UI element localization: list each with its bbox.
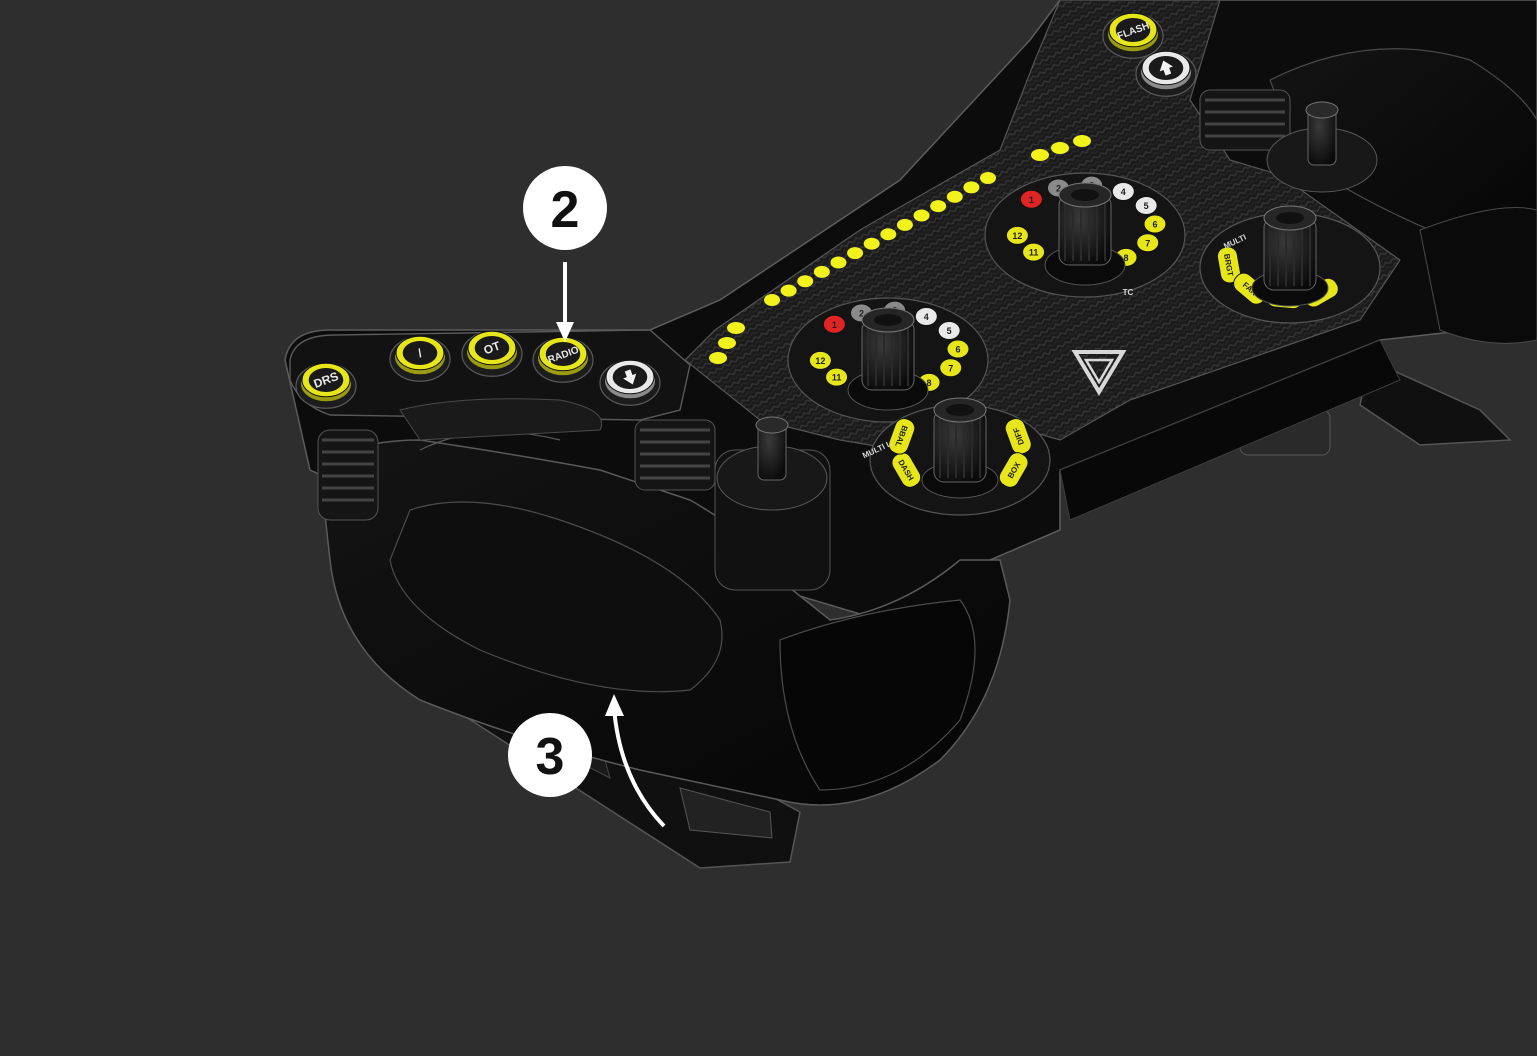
rev-led [847, 247, 864, 260]
status-led [1031, 149, 1049, 161]
status-led [727, 322, 745, 334]
dial-position[interactable]: 4 [1111, 182, 1135, 202]
multi-option[interactable]: DIFF [1003, 416, 1034, 457]
center-thumbwheel[interactable] [634, 419, 716, 491]
dial-position[interactable]: 12 [1005, 225, 1029, 245]
dial-position-label: 8 [927, 378, 932, 388]
left-button-label: / [416, 346, 425, 361]
right-grip [1269, 48, 1537, 261]
dial-position-label: 11 [1029, 248, 1039, 258]
dial-position-label: 4 [924, 312, 929, 322]
left-grip [319, 398, 1011, 806]
rev-led [764, 294, 780, 306]
left-button-1[interactable]: / [389, 335, 451, 382]
dial-position[interactable]: 5 [937, 321, 961, 341]
left-button-2[interactable]: OT [461, 330, 523, 377]
dial-position[interactable]: 4 [914, 307, 938, 327]
dial-position-label: 12 [815, 356, 825, 366]
left-led-group [709, 322, 745, 364]
brand-logo-icon [1071, 350, 1127, 396]
dial-position[interactable]: 7 [1136, 233, 1160, 253]
rev-led [946, 190, 963, 203]
left-thumbwheel[interactable] [317, 429, 379, 521]
dial-position-label: 12 [1012, 231, 1022, 241]
multi-option[interactable]: DASH [889, 449, 924, 490]
dial-position[interactable]: 1 [1019, 189, 1043, 209]
rev-led [830, 256, 847, 269]
rev-led-strip [764, 172, 996, 306]
dial-position[interactable]: 11 [1022, 242, 1046, 262]
left-button-label: OT [482, 338, 503, 357]
dial-position[interactable]: 5 [1134, 196, 1158, 216]
rev-led [880, 228, 897, 241]
dial-position-label: 6 [1152, 220, 1157, 230]
rev-led [896, 218, 913, 231]
rev-led [980, 172, 996, 184]
dial-label: TC [1123, 288, 1134, 297]
dial-position[interactable]: 7 [939, 358, 963, 378]
dial-position-label: 6 [955, 345, 960, 355]
multi-right-switch[interactable]: BRGTFANDELTA+/-MULTI [1199, 205, 1381, 324]
arrow-down-icon [623, 369, 637, 385]
rev-led [913, 209, 930, 222]
left-button-4[interactable] [599, 359, 661, 406]
rev-led [797, 275, 814, 288]
status-led [718, 337, 736, 349]
dial-position[interactable]: 6 [1143, 214, 1167, 234]
dial-position[interactable]: 6 [946, 339, 970, 359]
arrow-up-icon [1159, 60, 1173, 76]
rev-led [863, 237, 880, 250]
callout-step-2: 2 [523, 166, 607, 342]
dial-position-label: 1 [832, 320, 837, 330]
top-button-1[interactable] [1135, 50, 1197, 97]
callout-step-2-number: 2 [551, 181, 580, 239]
dial-position-label: 5 [947, 326, 952, 336]
dial-position-label: 11 [832, 373, 842, 383]
dial-position-label: 2 [1056, 183, 1061, 193]
dial-position-label: 8 [1124, 253, 1129, 263]
multi-option-label: BRGT [1222, 253, 1235, 277]
right-thumbwheel[interactable] [1199, 89, 1291, 151]
left-button-3[interactable]: RADIO [532, 336, 594, 383]
top-button-0[interactable]: FLASH [1102, 12, 1164, 59]
left-encoder[interactable] [714, 416, 831, 591]
multi-option[interactable]: BRGT [1216, 245, 1242, 284]
rev-led [780, 284, 797, 297]
abs-rotary-dial[interactable]: 123456789101112ABS [787, 297, 989, 423]
dial-position-label: 1 [1029, 195, 1034, 205]
dial-position-label: 2 [859, 308, 864, 318]
top-button-row: FLASH [1102, 12, 1197, 97]
status-led [709, 352, 727, 364]
arrow-down-pointer-icon [556, 322, 574, 342]
status-led [1051, 142, 1069, 154]
callout-step-3-number: 3 [536, 728, 565, 786]
dial-position-label: 5 [1144, 201, 1149, 211]
rev-led [813, 265, 830, 278]
curved-arrow-icon [612, 707, 666, 828]
dial-position-label: 7 [948, 363, 953, 373]
dial-position[interactable]: 11 [825, 367, 849, 387]
multi-option[interactable]: BBAL [886, 416, 917, 457]
rev-led [930, 200, 947, 213]
status-led [1073, 135, 1091, 147]
dial-position-label: 7 [1145, 238, 1150, 248]
callout-step-3: 3 [508, 694, 666, 828]
dial-position-label: 4 [1121, 187, 1126, 197]
multi-option[interactable]: BOX [996, 449, 1031, 490]
rev-led [963, 181, 980, 194]
tc-rotary-dial[interactable]: 123456789101112TC [984, 172, 1186, 298]
right-encoder[interactable] [1266, 101, 1378, 193]
dial-position[interactable]: 12 [808, 350, 832, 370]
left-button-0[interactable]: DRS [295, 362, 357, 409]
top-led-group [1031, 135, 1091, 161]
dial-position[interactable]: 1 [822, 314, 846, 334]
